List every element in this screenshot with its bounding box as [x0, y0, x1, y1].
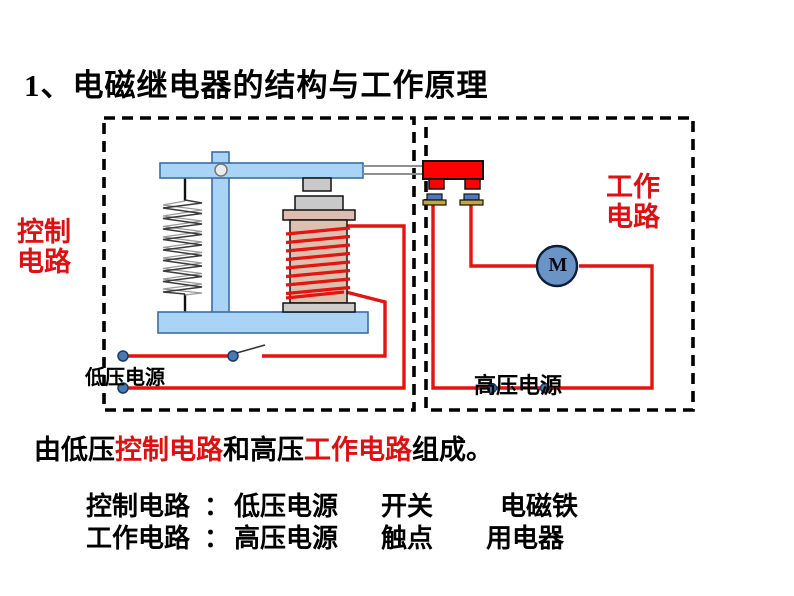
breakdown-work-line: 工作电路 ： 高压电源 触点 用电器	[86, 518, 646, 553]
low-voltage-source-label: 低压电源	[85, 367, 165, 389]
breakdown-work-item-source: 高压电源	[234, 524, 339, 553]
breakdown-work-item-appliance: 用电器	[486, 524, 565, 553]
work-circuit-label-line2: 电路	[606, 202, 660, 232]
work-circuit-label: 工作 电路	[606, 172, 660, 232]
pivot	[214, 163, 228, 177]
work-circuit-box	[424, 116, 695, 412]
breakdown-control-colon: ：	[204, 492, 231, 521]
summary-part1: 由低压	[34, 435, 115, 465]
core-cap	[294, 195, 344, 212]
electromagnet	[282, 195, 356, 313]
switch-dot	[227, 350, 239, 362]
breakdown-control-item-source: 低压电源	[234, 492, 339, 521]
spring	[162, 178, 203, 313]
work-circuit-wires	[431, 204, 654, 390]
armature-plate	[302, 177, 332, 192]
armature-bar	[159, 162, 364, 179]
control-circuit-label-line2: 电路	[17, 247, 71, 277]
summary-sentence: 由低压控制电路和高压工作电路组成。	[34, 428, 493, 467]
breakdown-work-colon: ：	[204, 524, 231, 553]
work-circuit-label-line1: 工作	[606, 172, 660, 202]
control-circuit-label: 控制 电路	[17, 217, 71, 277]
summary-part5: 组成。	[412, 435, 493, 465]
high-voltage-terminal-left	[486, 382, 498, 394]
control-circuit-wires	[123, 224, 406, 390]
coil-bottom-flange	[282, 302, 356, 313]
breakdown-control-line: 控制电路 ： 低压电源 开关 电磁铁	[86, 486, 646, 521]
low-voltage-terminal-top	[117, 350, 129, 362]
page-title: 1、电磁继电器的结构与工作原理	[24, 68, 489, 103]
coil-top-flange	[282, 209, 356, 221]
high-voltage-terminal-right	[539, 382, 551, 394]
fixed-contact-left	[422, 193, 447, 206]
motor-circle	[535, 244, 579, 288]
relay-base	[157, 311, 369, 334]
fixed-contact-right	[459, 193, 484, 206]
motor-letter: M	[548, 254, 568, 276]
coil-winding	[285, 226, 351, 300]
breakdown-control-item-switch: 开关	[381, 492, 434, 521]
summary-part2-control-circuit: 控制电路	[115, 435, 223, 465]
breakdown-control-label: 控制电路	[86, 492, 191, 521]
breakdown-control-item-electromagnet: 电磁铁	[500, 492, 579, 521]
summary-part4-work-circuit: 工作电路	[304, 435, 412, 465]
switch-lever	[232, 344, 266, 355]
breakdown-work-label: 工作电路	[86, 524, 191, 553]
control-circuit-box	[102, 116, 416, 412]
moving-contact-block	[422, 160, 484, 190]
summary-part3: 和高压	[223, 435, 304, 465]
low-voltage-terminal-bottom	[117, 382, 129, 394]
armature-link	[363, 165, 423, 175]
high-voltage-source-label: 高压电源	[474, 373, 563, 398]
breakdown-work-item-contacts: 触点	[381, 524, 434, 553]
control-circuit-label-line1: 控制	[17, 217, 71, 247]
